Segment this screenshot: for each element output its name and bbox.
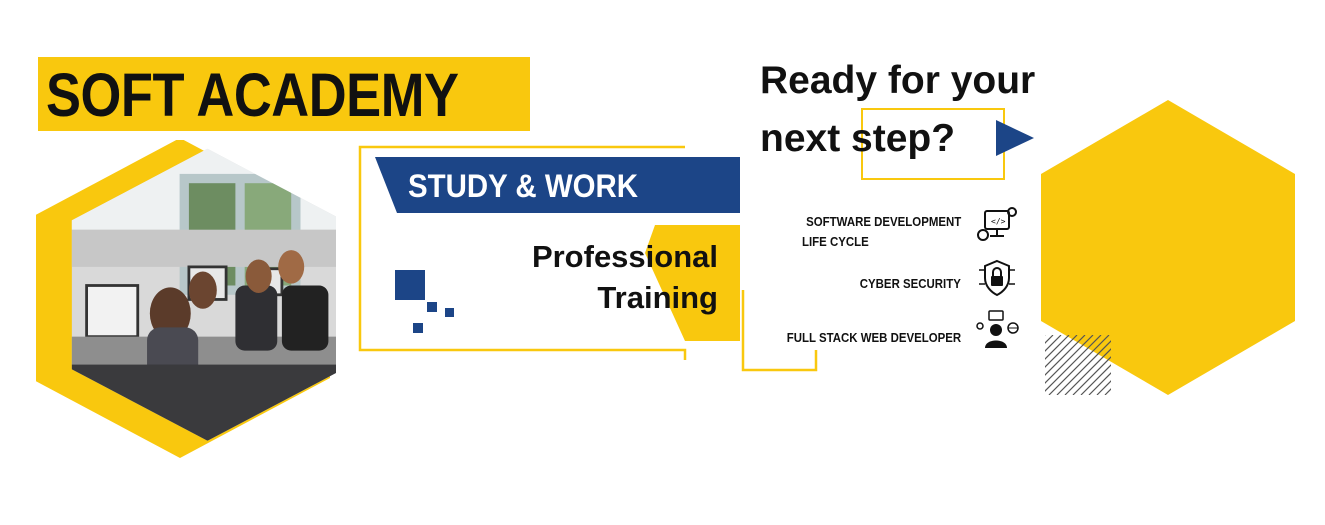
brand-title-background xyxy=(38,57,530,131)
deco-bracket xyxy=(741,290,818,372)
brand-title: SOFT ACADEMY xyxy=(46,61,459,129)
deco-square-large xyxy=(395,270,425,300)
svg-text:</>: </> xyxy=(991,217,1006,226)
computer-gears-icon: </> xyxy=(977,207,1017,241)
headline-line2: next step? xyxy=(760,117,956,160)
course-cyber-security: CYBER SECURITY xyxy=(859,276,961,291)
deco-hexagon xyxy=(1041,100,1295,395)
deco-hatch-pattern xyxy=(1045,335,1111,395)
professional-training-line1: Professional xyxy=(531,239,718,274)
course-full-stack: FULL STACK WEB DEVELOPER xyxy=(786,330,961,345)
study-work-label: STUDY & WORK xyxy=(408,168,639,204)
professional-training-line2: Training xyxy=(597,280,718,315)
classroom-photo xyxy=(36,140,336,458)
shield-lock-icon xyxy=(979,259,1015,297)
play-arrow-icon xyxy=(996,120,1034,156)
developer-globe-icon xyxy=(976,310,1019,348)
course-sdlc-line1: SOFTWARE DEVELOPMENT xyxy=(805,214,961,229)
headline-line1: Ready for your xyxy=(760,59,1036,102)
study-work-card xyxy=(358,145,740,360)
course-sdlc-line2: LIFE CYCLE xyxy=(802,234,869,249)
